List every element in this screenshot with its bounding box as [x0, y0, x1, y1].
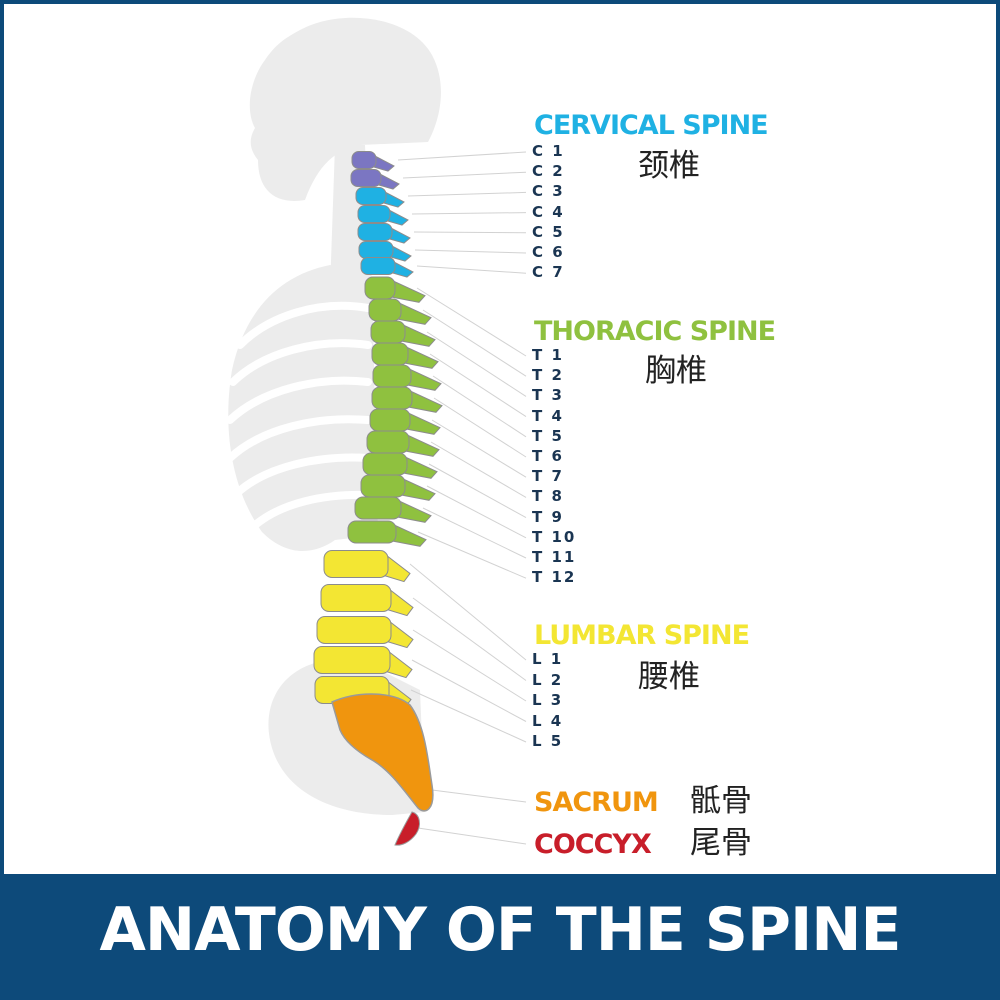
lumbar-spine-title: LUMBAR SPINE: [534, 620, 750, 651]
vertebra-label-l2: L 2: [532, 670, 564, 689]
leader-line-t5: [432, 375, 527, 438]
leader-line-t3: [426, 331, 527, 397]
footer-banner: [0, 874, 1000, 1000]
vertebra-c7: [360, 257, 414, 278]
vertebra-label-t7: T 7: [532, 467, 564, 486]
leader-line-l1: [409, 563, 527, 661]
vertebra-c6: [358, 241, 412, 262]
leader-line-t12: [417, 531, 527, 579]
leader-line-c1: [397, 151, 527, 161]
vertebra-label-c3: C 3: [532, 182, 565, 201]
vertebra-l2: [320, 584, 414, 617]
sacrum-title-cn: 骶骨: [690, 783, 752, 819]
leader-line-sacrum: [431, 789, 527, 803]
vertebra-t7: [369, 408, 441, 435]
vertebra-c1: [351, 151, 395, 172]
vertebra-label-t11: T 11: [532, 548, 577, 566]
vertebra-label-l1: L 1: [532, 650, 564, 668]
vertebra-label-c7: C 7: [532, 263, 565, 282]
vertebra-c4: [357, 205, 409, 226]
vertebra-label-t3: T 3: [532, 386, 564, 405]
vertebra-label-t12: T 12: [532, 568, 577, 587]
vertebra-t12: [347, 520, 427, 547]
vertebra-t3: [370, 320, 436, 347]
vertebra-t9: [362, 452, 438, 479]
thoracic-spine-title: THORACIC SPINE: [534, 316, 776, 347]
leader-line-c5: [413, 231, 527, 234]
leader-line-t9: [428, 463, 527, 519]
leader-line-l5: [410, 689, 527, 743]
leader-line-t8: [430, 441, 527, 498]
vertebra-t10: [360, 474, 436, 501]
vertebra-t11: [354, 496, 432, 523]
coccyx-bone: [394, 811, 420, 846]
leader-line-c3: [407, 191, 527, 197]
vertebra-label-t9: T 9: [532, 507, 564, 526]
cervical-spine-title-cn: 颈椎: [638, 148, 700, 184]
vertebra-l4: [313, 646, 413, 679]
vertebra-l3: [316, 616, 414, 649]
lumbar-spine-title-cn: 腰椎: [638, 659, 700, 695]
coccyx-title-cn: 尾骨: [690, 825, 752, 861]
vertebra-label-t10: T 10: [532, 527, 577, 546]
vertebra-label-t6: T 6: [532, 447, 564, 465]
footer-title: ANATOMY OF THE SPINE: [99, 895, 901, 965]
vertebra-t8: [366, 430, 440, 457]
vertebra-label-l5: L 5: [532, 732, 564, 750]
vertebra-label-t5: T 5: [532, 426, 564, 445]
vertebra-l1: [323, 550, 411, 583]
leader-line-t4: [429, 353, 527, 418]
leader-line-c7: [416, 265, 527, 274]
vertebra-c2: [350, 169, 400, 190]
leader-line-l2: [412, 597, 527, 681]
leader-line-t1: [416, 287, 527, 357]
leader-line-c2: [402, 171, 527, 179]
vertebra-label-t8: T 8: [532, 487, 564, 506]
vertebra-label-c2: C 2: [532, 162, 565, 181]
vertebra-label-c5: C 5: [532, 222, 565, 241]
vertebra-label-t4: T 4: [532, 406, 564, 425]
vertebra-label-l4: L 4: [532, 711, 564, 730]
leader-line-t2: [422, 309, 527, 377]
vertebra-c5: [357, 223, 411, 244]
vertebra-label-c1: C 1: [532, 142, 565, 160]
coccyx-title: COCCYX: [534, 829, 652, 860]
leader-line-t6: [433, 397, 527, 458]
vertebra-label-c4: C 4: [532, 202, 565, 221]
vertebra-c3: [355, 187, 405, 208]
vertebra-label-t2: T 2: [532, 366, 564, 385]
vertebra-label-t1: T 1: [532, 346, 564, 364]
sacrum-bone: [331, 693, 434, 812]
vertebra-label-l3: L 3: [532, 691, 564, 709]
leader-line-c4: [411, 212, 527, 215]
leader-line-l4: [411, 659, 527, 722]
leader-line-coccyx: [417, 827, 527, 845]
vertebra-t1: [364, 276, 426, 303]
vertebra-label-c6: C 6: [532, 243, 565, 261]
vertebra-t6: [371, 386, 443, 413]
leader-line-t7: [431, 419, 527, 478]
vertebra-t5: [372, 364, 442, 391]
sacrum-title: SACRUM: [534, 787, 659, 818]
leader-line-t11: [422, 507, 527, 559]
thoracic-spine-title-cn: 胸椎: [645, 353, 707, 389]
vertebra-t2: [368, 298, 432, 325]
leader-line-t10: [426, 485, 527, 539]
leader-line-l3: [412, 629, 527, 702]
cervical-spine-title: CERVICAL SPINE: [534, 110, 769, 141]
leader-line-c6: [414, 249, 527, 254]
